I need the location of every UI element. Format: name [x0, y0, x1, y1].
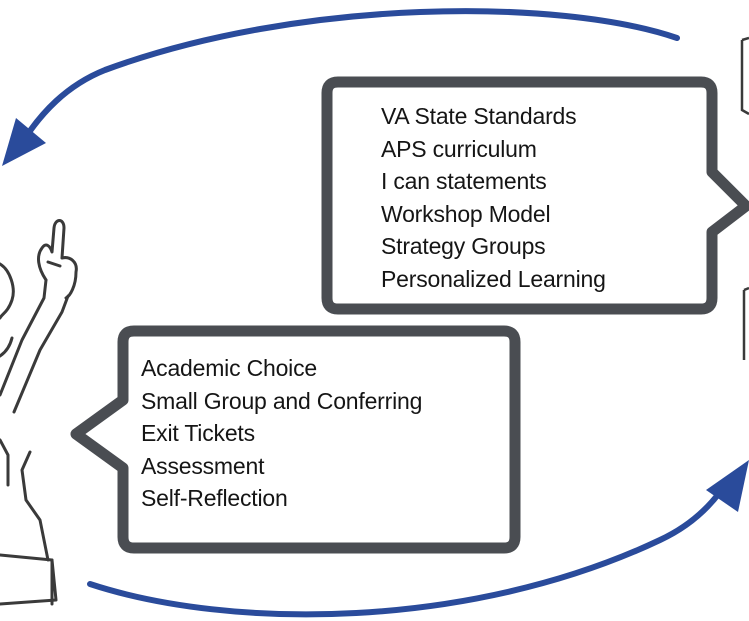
list-item: Self-Reflection [141, 485, 288, 511]
list-item: APS curriculum [381, 135, 537, 162]
list-item: VA State Standards [381, 103, 577, 129]
top-arrowhead [2, 118, 46, 166]
bottom-bubble-list: Academic Choice Small Group and Conferri… [141, 352, 422, 515]
top-bubble-list: VA State Standards APS curriculum I can … [381, 100, 606, 295]
bottom-speech-bubble [70, 325, 521, 554]
list-item: I can statements [381, 168, 547, 194]
list-item: Small Group and Conferring [141, 387, 423, 414]
list-item: Personalized Learning [381, 265, 606, 292]
list-item: Exit Tickets [141, 420, 255, 446]
bottom-cycle-arrow [87, 489, 723, 618]
list-item: Strategy Groups [381, 233, 546, 259]
top-cycle-arrow [11, 8, 680, 159]
list-item: Academic Choice [141, 355, 317, 381]
top-speech-bubble [321, 76, 749, 315]
bottom-arrowhead [706, 460, 749, 512]
partial-figure-icon [740, 36, 749, 360]
person-figure-icon [0, 219, 78, 606]
list-item: Assessment [141, 452, 265, 479]
list-item: Workshop Model [381, 200, 551, 227]
